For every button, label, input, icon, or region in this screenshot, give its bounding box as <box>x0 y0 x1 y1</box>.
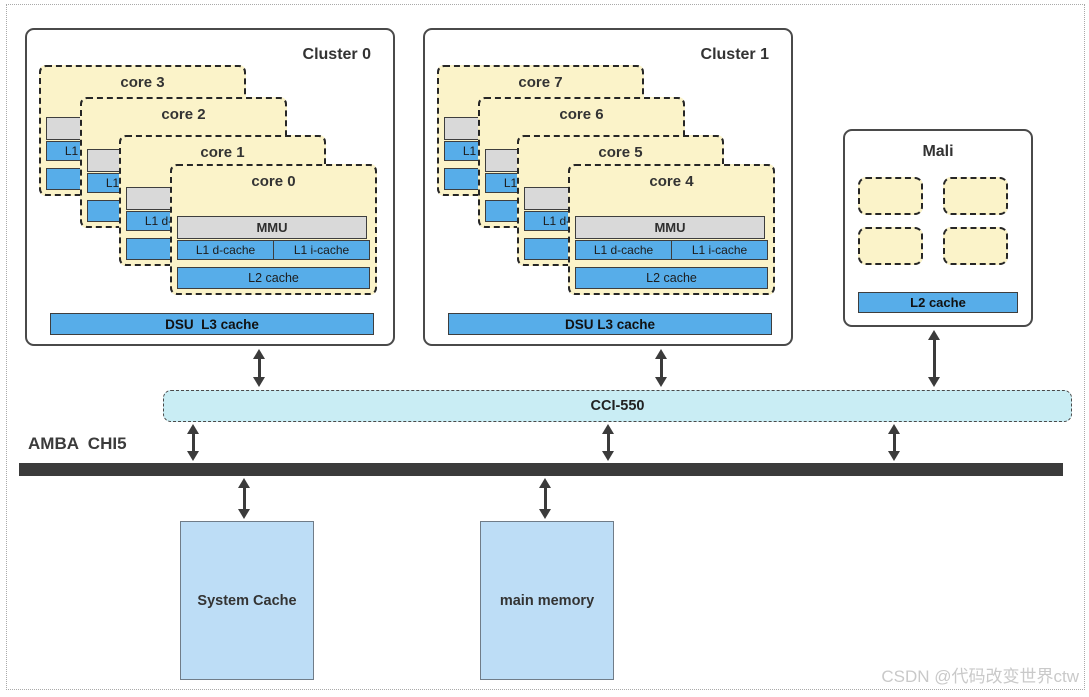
cluster-0-box: Cluster 0 core 3 MMU L1 d-cache L1 i-cac… <box>25 28 395 346</box>
main-memory-box: main memory <box>480 521 614 680</box>
l1-dcache-box: L1 d-cache <box>177 240 274 260</box>
arrow-cluster1-to-cci <box>654 349 668 387</box>
arrow-cci-to-bus-middle <box>601 424 615 461</box>
l1-cache-row: L1 d-cache L1 i-cache <box>177 240 370 260</box>
mali-shader-core-box <box>943 177 1008 215</box>
l1-cache-row: L1 d-cache L1 i-cache <box>575 240 768 260</box>
l1-icache-box: L1 i-cache <box>274 240 370 260</box>
core-card-core4: core 4 MMU L1 d-cache L1 i-cache L2 cach… <box>568 164 775 295</box>
core-title: core 0 <box>251 173 296 190</box>
core-title: core 5 <box>598 144 643 161</box>
mali-gpu-box: Mali L2 cache <box>843 129 1033 327</box>
amba-chi5-bus-bar <box>19 463 1063 476</box>
mali-shader-core-box <box>943 227 1008 265</box>
core-title: core 7 <box>518 74 563 91</box>
l2-cache-box: L2 cache <box>575 267 768 289</box>
arrow-mali-to-cci <box>927 330 941 387</box>
arrow-bus-to-main-memory <box>538 478 552 519</box>
core-card-core0: core 0 MMU L1 d-cache L1 i-cache L2 cach… <box>170 164 377 295</box>
arrow-bus-to-system-cache <box>237 478 251 519</box>
arrow-cci-to-bus-right <box>887 424 901 461</box>
core-title: core 1 <box>200 144 245 161</box>
arrow-cluster0-to-cci <box>252 349 266 387</box>
core-title: core 2 <box>161 106 206 123</box>
csdn-watermark: CSDN @代码改变世界ctw <box>881 667 1079 686</box>
core-title: core 3 <box>120 74 165 91</box>
mali-l2-cache-bar: L2 cache <box>858 292 1018 313</box>
amba-chi5-label: AMBA CHI5 <box>28 434 127 453</box>
mmu-box: MMU <box>177 216 367 239</box>
cluster-0-title: Cluster 0 <box>302 46 371 63</box>
cci-550-interconnect: CCI-550 <box>163 390 1072 422</box>
mali-shader-core-box <box>858 177 923 215</box>
cluster-1-title: Cluster 1 <box>700 46 769 63</box>
l1-icache-box: L1 i-cache <box>672 240 768 260</box>
dsu-l3-cache-bar: DSU L3 cache <box>448 313 772 335</box>
l2-cache-box: L2 cache <box>177 267 370 289</box>
l1-dcache-box: L1 d-cache <box>575 240 672 260</box>
mali-title: Mali <box>922 143 954 160</box>
dsu-l3-cache-bar: DSU L3 cache <box>50 313 374 335</box>
cluster-1-box: Cluster 1 core 7 MMU L1 d-cache L1 i-cac… <box>423 28 793 346</box>
core-title: core 6 <box>559 106 604 123</box>
core-title: core 4 <box>649 173 694 190</box>
mmu-box: MMU <box>575 216 765 239</box>
system-cache-box: System Cache <box>180 521 314 680</box>
arrow-cci-to-bus-left <box>186 424 200 461</box>
mali-shader-core-box <box>858 227 923 265</box>
